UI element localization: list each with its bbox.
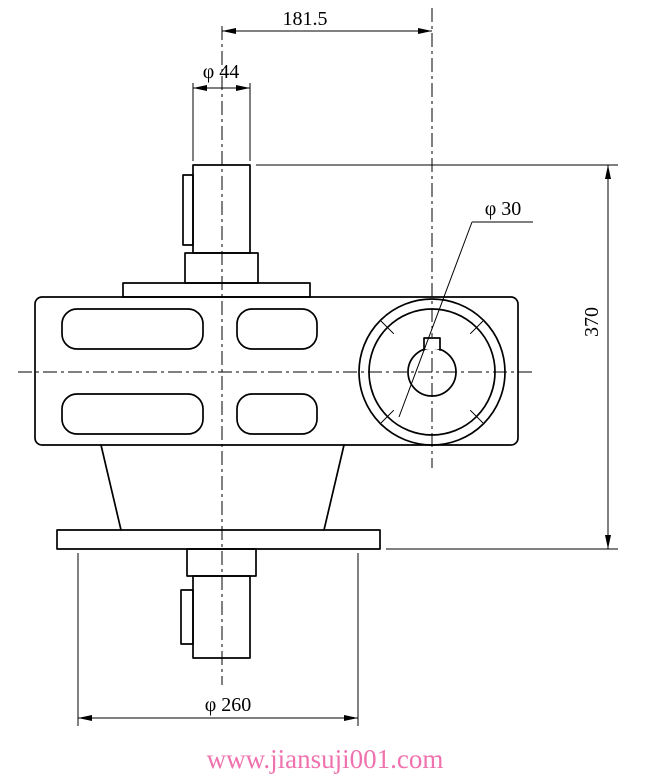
flange-tick-nw xyxy=(380,320,395,335)
centerlines xyxy=(18,8,536,685)
dim-overall-height: 370 xyxy=(256,164,618,550)
dim-label-181-5: 181.5 xyxy=(283,8,328,30)
flange-face-circle xyxy=(368,308,496,436)
dim-top-center-distance: 181.5 xyxy=(222,8,432,34)
housing-outline xyxy=(34,296,519,446)
pocket-lower-middle xyxy=(236,393,318,435)
leader-bore-diameter: φ 30 xyxy=(398,198,533,418)
bore-keyway xyxy=(423,337,441,351)
flange-outer-circle xyxy=(358,298,506,446)
dim-label-370: 370 xyxy=(581,307,603,337)
dim-label-phi44: φ 44 xyxy=(203,61,240,83)
top-mounting-plate xyxy=(122,282,311,298)
arrowhead-top xyxy=(605,165,611,179)
arrowhead-right xyxy=(418,28,432,34)
arrowhead-right xyxy=(344,715,358,721)
dim-label-phi260: φ 260 xyxy=(205,694,252,716)
dim-label-phi30: φ 30 xyxy=(485,198,522,220)
pocket-upper-middle xyxy=(236,308,318,350)
top-shaft-key xyxy=(182,174,194,246)
arrowhead-left xyxy=(78,715,92,721)
leader-line xyxy=(398,221,473,418)
pocket-upper-left xyxy=(61,308,204,350)
bottom-shaft xyxy=(180,548,257,659)
flange-tick-se xyxy=(469,409,484,424)
watermark: www.jiansuji001.com xyxy=(207,744,444,774)
flange-tick-ne xyxy=(469,320,484,335)
arrowhead-right xyxy=(236,85,250,91)
cone-right-edge xyxy=(323,444,345,531)
arrowhead-left xyxy=(222,28,236,34)
housing xyxy=(34,296,519,446)
lower-section xyxy=(56,444,381,550)
dim-input-shaft-diameter: φ 44 xyxy=(192,61,251,161)
cone-left-edge xyxy=(100,444,122,531)
base-flange xyxy=(56,529,381,550)
flange-tick-sw xyxy=(380,409,395,424)
arrowhead-bottom xyxy=(605,535,611,549)
dim-base-flange-diameter: φ 260 xyxy=(77,553,359,726)
bottom-shaft-key xyxy=(180,589,194,645)
arrowhead-left xyxy=(193,85,207,91)
top-shaft xyxy=(122,164,311,298)
pocket-lower-left xyxy=(61,393,204,435)
